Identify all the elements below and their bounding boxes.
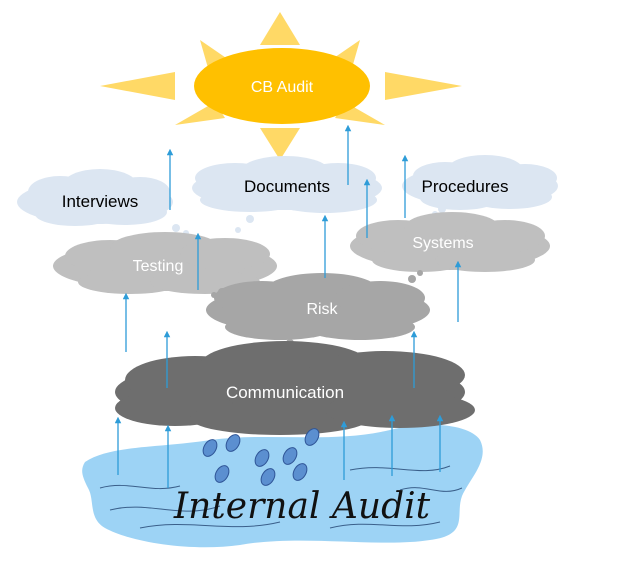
raindrop xyxy=(260,468,276,486)
cloud-procedures: Procedures xyxy=(402,155,558,210)
sun-label: CB Audit xyxy=(251,79,314,96)
cloud-communication: Communication xyxy=(115,341,475,435)
cloud-risk-label: Risk xyxy=(306,301,338,318)
arrows xyxy=(114,124,462,488)
raindrop xyxy=(214,465,230,483)
cloud-interviews: Interviews xyxy=(17,169,173,226)
cloud-interviews-label: Interviews xyxy=(62,192,139,211)
water-body: Internal Audit xyxy=(82,424,483,548)
raindrop xyxy=(202,439,218,457)
cloud-testing-label: Testing xyxy=(133,258,184,275)
raindrop xyxy=(304,428,320,446)
cloud-documents-label: Documents xyxy=(244,177,330,196)
raindrop xyxy=(292,463,308,481)
cloud-testing: Testing xyxy=(53,232,277,294)
cloud-bubbles xyxy=(172,205,446,236)
raindrop xyxy=(282,447,298,465)
sun-body xyxy=(194,48,370,124)
water-label: Internal Audit xyxy=(173,486,431,527)
raindrop xyxy=(254,449,270,467)
sun: CB Audit xyxy=(100,12,462,160)
raindrop xyxy=(225,434,241,452)
cloud-communication-label: Communication xyxy=(226,383,344,402)
cloud-risk: Risk xyxy=(206,273,430,340)
cloud-systems: Systems xyxy=(350,212,550,272)
cloud-systems-label: Systems xyxy=(412,235,473,252)
cloud-procedures-label: Procedures xyxy=(422,177,509,196)
cloud-documents: Documents xyxy=(192,156,382,213)
raindrops xyxy=(202,428,320,486)
